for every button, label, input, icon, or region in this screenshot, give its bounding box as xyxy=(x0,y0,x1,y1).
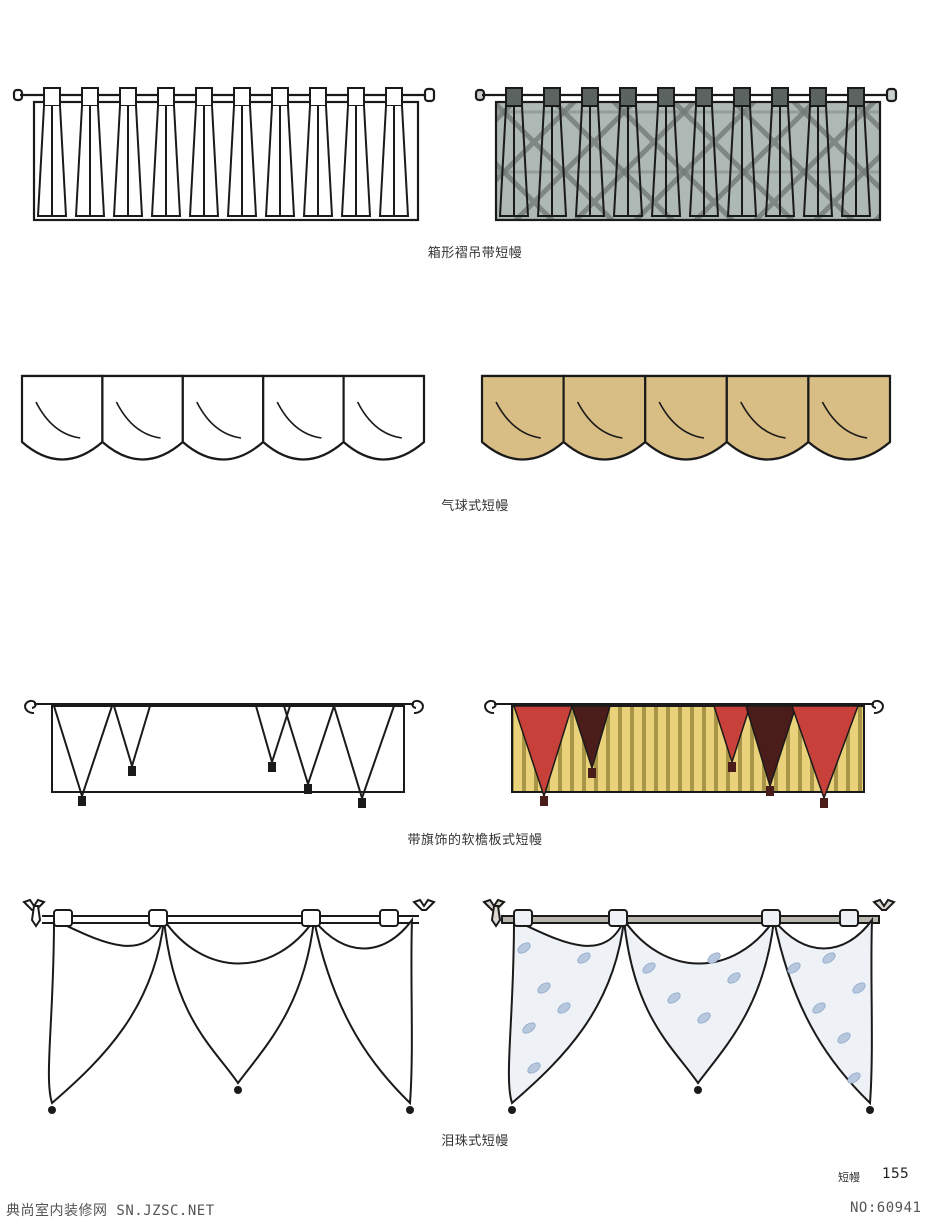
watermark-site: 典尚室内装修网 SN.JZSC.NET xyxy=(6,1203,215,1219)
flag-cornice-valance-color xyxy=(474,698,899,813)
caption-flag-cornice: 带旗饰的软檐板式短幔 xyxy=(407,833,543,848)
running-section-label: 短幔 xyxy=(838,1171,860,1184)
balloon-valance-sketch xyxy=(18,372,433,482)
caption-box-pleat: 箱形褶吊带短幔 xyxy=(427,246,523,261)
box-pleat-valance-color xyxy=(474,82,904,227)
balloon-valance-color xyxy=(478,372,898,482)
caption-balloon: 气球式短幔 xyxy=(441,499,509,514)
flag-cornice-valance-sketch xyxy=(14,698,439,813)
teardrop-valance-sketch xyxy=(14,898,444,1123)
caption-teardrop: 泪珠式短幔 xyxy=(441,1134,509,1149)
page-number: 155 xyxy=(882,1166,909,1182)
teardrop-valance-color xyxy=(474,898,904,1123)
box-pleat-valance-sketch xyxy=(12,82,442,227)
watermark-number: NO:60941 xyxy=(850,1200,922,1216)
